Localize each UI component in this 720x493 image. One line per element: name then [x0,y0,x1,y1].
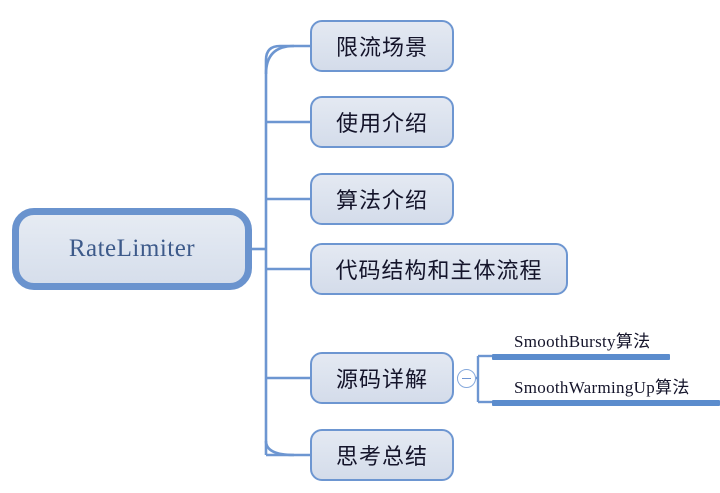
subleaf-label: SmoothBursty算法 [514,332,651,351]
branch-node-label: 使用介绍 [335,111,428,136]
root-node-label: RateLimiter [68,235,196,262]
branch-node-label: 限流场景 [335,35,428,60]
subleaf-label: SmoothWarmingUp算法 [514,378,690,397]
subleaf-smoothbursty[interactable]: SmoothBursty算法 [492,326,670,360]
branch-node-daimajiegou[interactable]: 代码结构和主体流程 [310,243,568,295]
branch-node-yuanmaxiangjie[interactable]: 源码详解 [310,352,454,404]
minus-icon [462,377,471,380]
branch-node-shiyongjieshao[interactable]: 使用介绍 [310,96,454,148]
branch-node-suanfajieshao[interactable]: 算法介绍 [310,173,454,225]
connector-elbow-top [264,44,295,75]
subleaf-underline [492,354,670,360]
branch-node-label: 代码结构和主体流程 [335,258,543,283]
branch-node-sikaozongjie[interactable]: 思考总结 [310,429,454,481]
subleaf-underline [492,400,720,406]
root-node[interactable]: RateLimiter [12,208,252,290]
connector-elbow-bottom [264,440,295,457]
branch-node-label: 思考总结 [335,444,428,469]
connector-branch-1 [264,44,310,61]
collapse-toggle-icon[interactable] [457,369,476,388]
branch-node-label: 算法介绍 [335,188,428,213]
branch-node-xianliuchangjing[interactable]: 限流场景 [310,20,454,72]
subleaf-smoothwarmingup[interactable]: SmoothWarmingUp算法 [492,372,720,406]
branch-node-label: 源码详解 [335,367,428,392]
